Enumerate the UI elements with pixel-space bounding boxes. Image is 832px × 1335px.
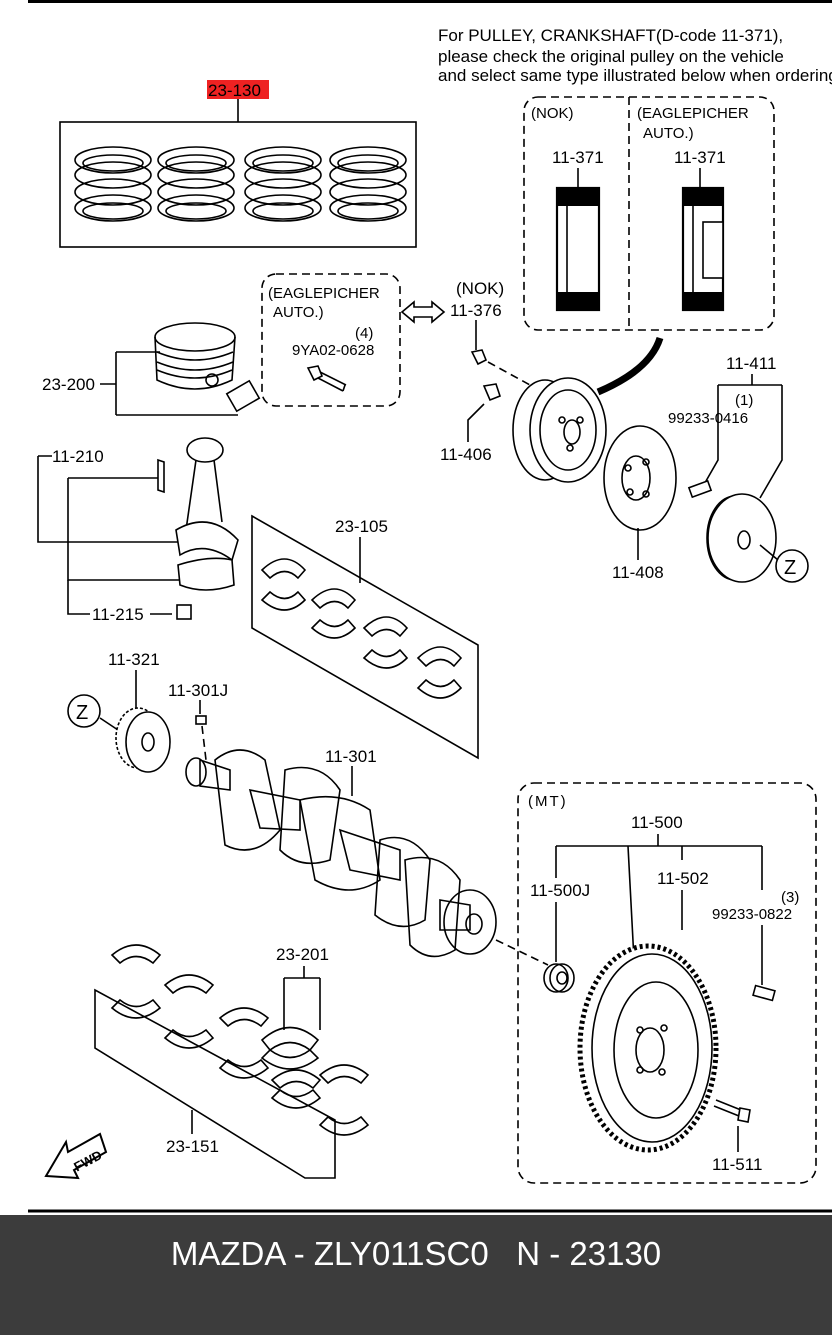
upper-bearing-shells bbox=[260, 558, 463, 699]
ep-bolt-qty: (4) bbox=[355, 325, 373, 342]
rings-box bbox=[59, 121, 417, 248]
piston-callout[interactable]: 23-200 bbox=[42, 375, 95, 394]
flywheel-bolt-callout[interactable]: 11-511 bbox=[712, 1155, 762, 1174]
ep-bolt-icon bbox=[306, 365, 347, 392]
upper-bearings-panel bbox=[251, 514, 479, 760]
main-bearings-panel bbox=[94, 988, 336, 1179]
key-callout[interactable]: 11-301J bbox=[168, 681, 228, 700]
ep-bolt-label-1: (EAGLEPICHER bbox=[268, 285, 380, 302]
parts-diagram: For PULLEY, CRANKSHAFT(D-code 11-371), p… bbox=[28, 0, 832, 1213]
pulley-plate-drawing bbox=[603, 425, 677, 531]
damper-callout[interactable]: 11-411 bbox=[726, 354, 776, 373]
part-number-text: MAZDA - ZLY011SC0 N - 23130 bbox=[170, 1235, 662, 1272]
mt-flywheel-box bbox=[517, 782, 817, 1184]
flywheel-asm-callout[interactable]: 11-500 bbox=[631, 813, 683, 832]
flywheel-bolt-icon bbox=[713, 1099, 751, 1123]
pilot-bearing-icon bbox=[543, 963, 575, 993]
pilot-bearing-callout[interactable]: 11-500J bbox=[530, 881, 590, 900]
nok-bolt-icon bbox=[470, 349, 531, 386]
note-line-1: For PULLEY, CRANKSHAFT(D-code 11-371), bbox=[438, 26, 783, 45]
conrod-callout[interactable]: 11-210 bbox=[52, 447, 104, 466]
double-arrow-icon bbox=[400, 300, 446, 324]
upper-bearings-callout[interactable]: 23-105 bbox=[335, 517, 388, 536]
main-bearing-shells bbox=[110, 944, 370, 1136]
damper-pin-icon bbox=[687, 479, 713, 499]
nok-bolt-callout[interactable]: 11-376 bbox=[450, 301, 502, 320]
conrod-nut-icon bbox=[176, 604, 192, 620]
damper-pin-callout[interactable]: 99233-0416 bbox=[668, 410, 748, 427]
pulley-ep-section bbox=[681, 186, 725, 312]
pulley-nok-callout[interactable]: 11-371 bbox=[552, 148, 604, 167]
pulley-variant-box bbox=[523, 96, 775, 331]
piston-ring-sets bbox=[74, 146, 407, 222]
main-bearings-callout[interactable]: 23-151 bbox=[166, 1137, 219, 1156]
note-line-3: and select same type illustrated below w… bbox=[438, 66, 832, 85]
pulley-nok-section bbox=[555, 186, 601, 312]
key-icon bbox=[195, 715, 207, 761]
ep-bolt-label-2: AUTO.) bbox=[273, 304, 324, 321]
fwd-arrow-icon: FWD bbox=[44, 1132, 108, 1180]
variant-pointer bbox=[596, 336, 664, 396]
plate-callout[interactable]: 11-408 bbox=[612, 563, 664, 582]
flywheel-pin-callout[interactable]: 99233-0822 bbox=[712, 906, 792, 923]
nok-bolt-variant-label: (NOK) bbox=[456, 279, 504, 298]
ref-z-left: Z bbox=[76, 702, 88, 724]
variant-nok-label: (NOK) bbox=[531, 105, 574, 122]
ref-z-right: Z bbox=[784, 557, 796, 579]
ep-bolt-callout[interactable]: 9YA02-0628 bbox=[292, 342, 374, 359]
flywheel-pin-icon bbox=[752, 984, 776, 1002]
crank-pulley-drawing bbox=[512, 377, 607, 483]
crankshaft-callout[interactable]: 11-301 bbox=[325, 747, 377, 766]
variant-ep-label-2: AUTO.) bbox=[643, 125, 694, 142]
sprocket-callout[interactable]: 11-321 bbox=[108, 650, 160, 669]
ref-z-circle-right bbox=[775, 549, 809, 583]
sprocket-drawing bbox=[115, 707, 171, 773]
thrust-callout[interactable]: 23-201 bbox=[276, 945, 329, 964]
flywheel-pin-qty: (3) bbox=[781, 889, 799, 906]
pulley-bolt-icon bbox=[482, 383, 501, 402]
pulley-bolt-callout[interactable]: 11-406 bbox=[440, 445, 492, 464]
part-number-footer: MAZDA - ZLY011SC0 N - 23130 bbox=[0, 1215, 832, 1335]
variant-ep-label-1: (EAGLEPICHER bbox=[637, 105, 749, 122]
flywheel-drawing bbox=[577, 943, 719, 1153]
damper-drawing bbox=[706, 493, 779, 583]
conrod-drawing bbox=[157, 437, 239, 591]
piston-drawing bbox=[154, 322, 261, 413]
ring-gear-callout[interactable]: 11-502 bbox=[657, 869, 709, 888]
rings-callout[interactable]: 23-130 bbox=[208, 81, 261, 100]
pulley-ep-callout[interactable]: 11-371 bbox=[674, 148, 726, 167]
mt-label: (MT) bbox=[528, 793, 568, 810]
ep-bolt-box bbox=[261, 273, 401, 407]
note-line-2: please check the original pulley on the … bbox=[438, 47, 784, 66]
damper-pin-qty: (1) bbox=[735, 392, 753, 409]
ref-z-circle-left bbox=[67, 694, 101, 728]
crankshaft-drawing bbox=[185, 749, 497, 958]
conrod-nut-callout[interactable]: 11-215 bbox=[92, 605, 144, 624]
rings-label-highlight bbox=[207, 80, 269, 99]
